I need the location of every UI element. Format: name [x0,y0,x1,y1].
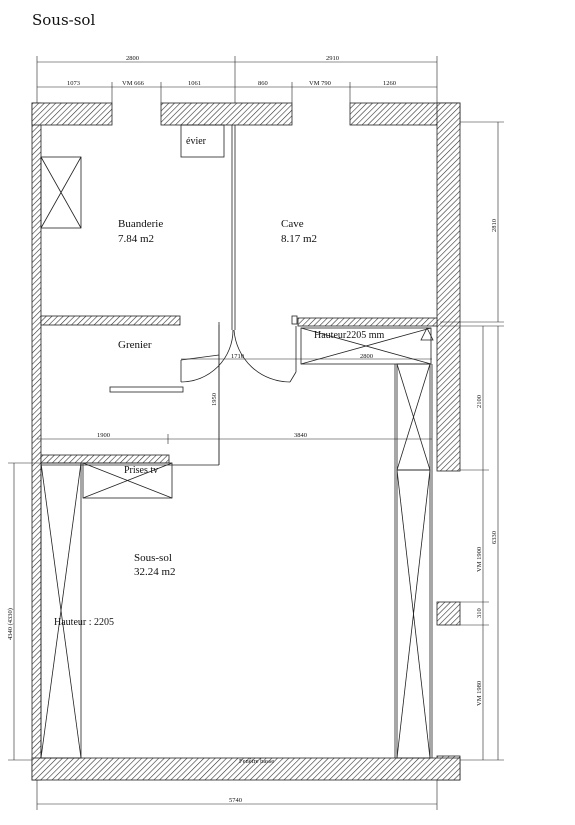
evier-label: évier [186,136,207,147]
wall-bottom [31,757,461,781]
wall-interior-grenier-bottom [40,454,170,464]
dim-top-right-total: 2910 [326,55,339,62]
dim-mid-1710: 1710 [231,353,244,360]
sous-sol-left-cross-box [40,462,82,759]
wall-top-2 [160,102,293,126]
arrow-marker [420,327,434,341]
wall-top-1 [31,102,113,126]
dim-top-seg-2: 1061 [188,80,201,87]
interior-lines [41,125,433,758]
prises-tv-box [82,462,173,499]
dim-right-2810: 2810 [491,219,498,232]
dim-top-left-total: 2800 [126,55,139,62]
dim-mid-1900: 1900 [97,432,110,439]
dim-right-vm1900: VM 1900 [476,547,483,572]
dim-right-vm1980: VM 1980 [476,681,483,706]
fixtures [40,124,434,759]
room-buanderie-area: 7.84 m2 [118,233,154,245]
wall-interior-grenier-top [40,315,181,326]
soupirail-label: Fenêtre basse [239,758,274,765]
sous-sol-right-cross-box [396,469,431,759]
room-cave-area: 8.17 m2 [281,233,317,245]
room-sous-sol-area: 32.24 m2 [134,566,176,578]
room-cave-name: Cave [281,218,304,230]
dim-top-seg-3: 860 [258,80,268,87]
wall-left [31,102,42,781]
marker-square [291,315,298,325]
walls [31,102,461,781]
door-swing-left [180,329,234,383]
dim-top-seg-vm2: VM 790 [309,80,331,87]
dim-left-4340: 4340 (4330) [7,608,14,640]
wall-right-upper [436,102,461,472]
wall-interior-cave-bottom [297,317,438,327]
room-buanderie-name: Buanderie [118,218,163,230]
dim-mid-2800: 2800 [360,353,373,360]
room-sous-sol-name: Sous-sol [134,552,172,564]
dim-right-310: 310 [476,608,483,618]
dim-right-6330: 6330 [491,531,498,544]
wall-right-pier [436,601,461,626]
buanderie-cross-box [40,156,82,229]
dim-top-seg-1: 1073 [67,80,80,87]
room-grenier-name: Grenier [118,339,152,351]
corridor-cross-box [300,327,432,365]
dimension-lines [8,56,504,810]
prises-tv-label: Prises tv [124,465,158,476]
grenier-shelf [109,386,184,393]
dim-mid-3840: 3840 [294,432,307,439]
dim-bottom-5740: 5740 [229,797,242,804]
hauteur-left-label: Hauteur : 2205 [54,617,114,628]
dim-vert-1950: 1950 [211,393,218,406]
dim-top-seg-4: 1260 [383,80,396,87]
door-swing-right [233,329,291,383]
evier-box [180,124,225,158]
dim-top-seg-vm1: VM 666 [122,80,145,87]
page-title: Sous-sol [32,11,96,29]
dim-right-2100: 2100 [476,395,483,408]
hauteur-top-label: Hauteur2205 mm [314,330,384,341]
